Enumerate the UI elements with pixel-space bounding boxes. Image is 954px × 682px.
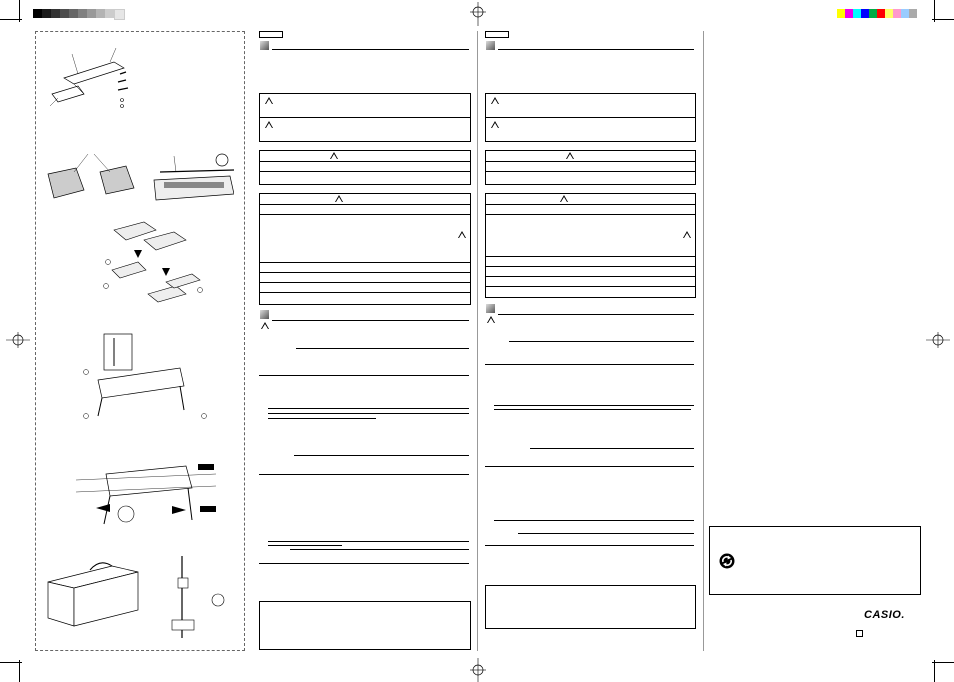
finished-piano-illustration	[47, 556, 225, 638]
caution-table	[485, 193, 696, 298]
warning-triangle-icon	[265, 97, 273, 104]
foam-blocks-illustration	[103, 221, 203, 303]
warning-triangle-icon	[560, 195, 568, 202]
warning-triangle-icon	[265, 121, 273, 128]
registration-bar-right	[837, 9, 917, 18]
registration-target-icon	[470, 658, 486, 682]
caution-table	[259, 193, 471, 305]
note-box	[485, 585, 696, 629]
warning-triangle-icon	[330, 152, 338, 159]
section-marker	[260, 310, 269, 319]
language-tab	[485, 31, 509, 38]
section-marker	[486, 41, 495, 50]
danger-table	[485, 150, 696, 185]
small-square-mark	[856, 630, 863, 637]
column-divider	[477, 31, 478, 651]
warning-triangle-icon	[683, 231, 691, 238]
assembly-illustration	[75, 464, 217, 525]
warning-triangle-icon	[566, 152, 574, 159]
registration-bar-left	[33, 9, 125, 20]
registration-target-icon	[6, 332, 30, 348]
brand-logo: CASIO.	[864, 609, 905, 621]
warning-triangle-icon	[491, 121, 499, 128]
parts-illustration	[49, 47, 129, 108]
language-tab	[259, 31, 283, 38]
section-marker	[260, 41, 269, 50]
warning-triangle-icon	[261, 322, 269, 329]
registration-target-icon	[470, 2, 486, 26]
danger-table	[259, 150, 471, 185]
section-marker	[486, 304, 495, 313]
warning-triangle-icon	[335, 195, 343, 202]
warning-box	[485, 93, 696, 142]
recycle-icon	[719, 553, 735, 569]
packaging-illustration	[47, 153, 234, 201]
warning-triangle-icon	[491, 97, 499, 104]
warning-box	[259, 93, 471, 142]
registration-target-icon	[926, 332, 950, 348]
warning-triangle-icon	[458, 231, 466, 238]
column-divider	[703, 31, 704, 651]
recycling-box	[709, 526, 921, 595]
illustration-panel	[35, 31, 245, 651]
warning-triangle-icon	[487, 316, 495, 323]
stand-frame-illustration	[83, 333, 207, 419]
note-box	[259, 601, 471, 650]
